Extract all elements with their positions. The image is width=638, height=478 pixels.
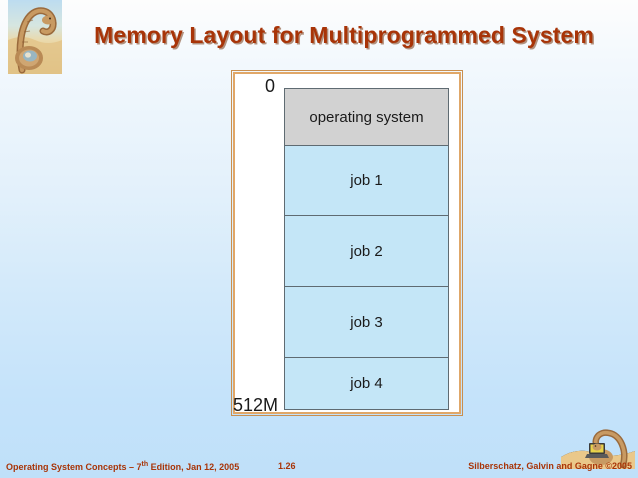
address-label-bottom: 512M — [233, 395, 279, 415]
footer-copyright: Silberschatz, Galvin and Gagne ©2005 — [468, 461, 632, 471]
memory-block-label: job 2 — [350, 242, 383, 260]
memory-block-job-3: job 3 — [285, 287, 448, 358]
memory-block-label: operating system — [309, 108, 424, 126]
memory-block-job-2: job 2 — [285, 216, 448, 287]
memory-block-label: job 4 — [350, 375, 383, 392]
memory-block-stack: operating system job 1 job 2 job 3 job 4 — [284, 88, 449, 410]
memory-block-job-1: job 1 — [285, 146, 448, 216]
address-label-top: 0 — [265, 76, 276, 96]
memory-block-job-4: job 4 — [285, 358, 448, 409]
dinosaur-icon — [8, 0, 62, 74]
footer-edition-superscript: th — [141, 461, 149, 468]
footer-book-rest: Edition, Jan 12, 2005 — [148, 462, 240, 472]
dinosaur-with-laptop-icon — [561, 427, 635, 469]
footer-book-reference: Operating System Concepts – 7th Edition,… — [6, 461, 239, 472]
memory-block-operating-system: operating system — [285, 89, 448, 146]
footer-book-text: Operating System Concepts – 7 — [6, 462, 142, 472]
memory-block-label: job 3 — [350, 313, 383, 331]
slide-number: 1.26 — [278, 461, 296, 471]
page-title: Memory Layout for Multiprogrammed System — [94, 22, 594, 48]
memory-block-label: job 1 — [350, 172, 383, 189]
